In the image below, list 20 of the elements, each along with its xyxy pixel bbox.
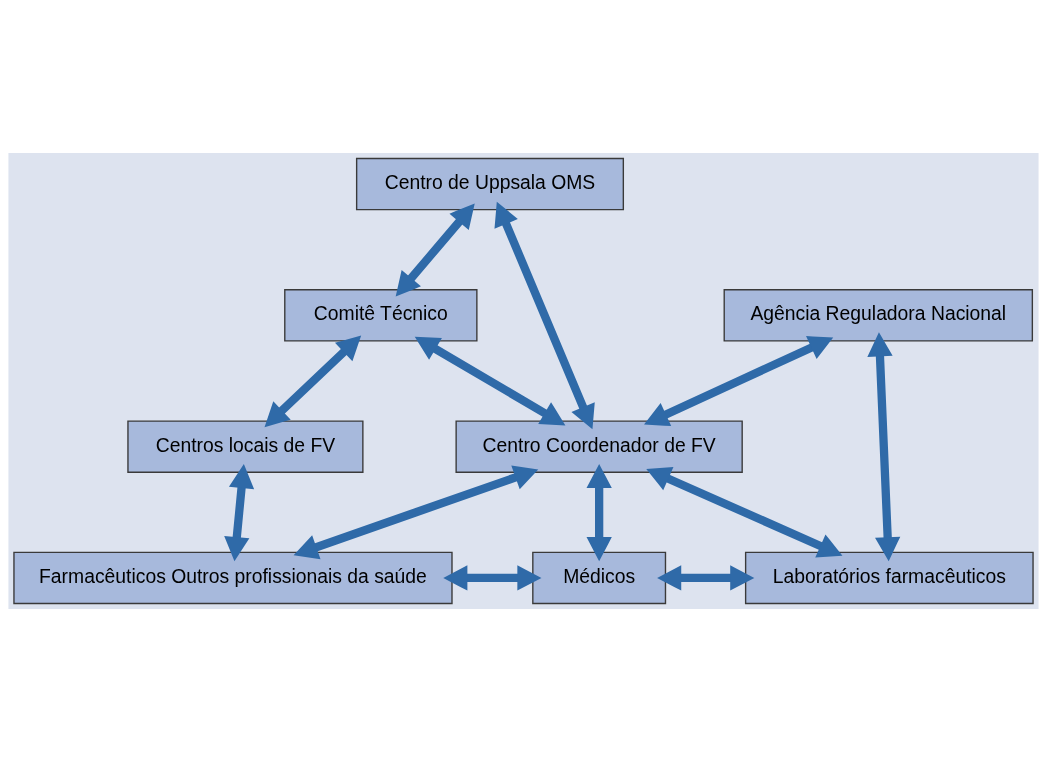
node-box: Laboratórios farmacêuticos bbox=[744, 551, 1034, 605]
arrow bbox=[414, 336, 566, 426]
node-box: Comitê Técnico bbox=[284, 289, 478, 342]
arrow bbox=[644, 336, 834, 426]
arrow bbox=[395, 203, 475, 297]
arrow bbox=[443, 565, 542, 591]
arrow bbox=[646, 467, 843, 558]
arrow bbox=[293, 465, 539, 560]
node-box: Centro de Uppsala OMS bbox=[355, 157, 625, 211]
arrow bbox=[657, 565, 755, 591]
arrow bbox=[264, 335, 362, 428]
arrow bbox=[494, 201, 595, 430]
node-box: Centro Coordenador de FV bbox=[455, 420, 743, 473]
arrow bbox=[224, 463, 255, 562]
node-box: Agência Reguladora Nacional bbox=[723, 289, 1034, 342]
arrow bbox=[586, 463, 612, 562]
node-box: Farmacêuticos Outros profissionais da saúde bbox=[13, 551, 453, 605]
node-box: Médicos bbox=[532, 551, 667, 605]
arrow bbox=[867, 332, 901, 562]
node-box: Centros locais de FV bbox=[127, 420, 364, 473]
